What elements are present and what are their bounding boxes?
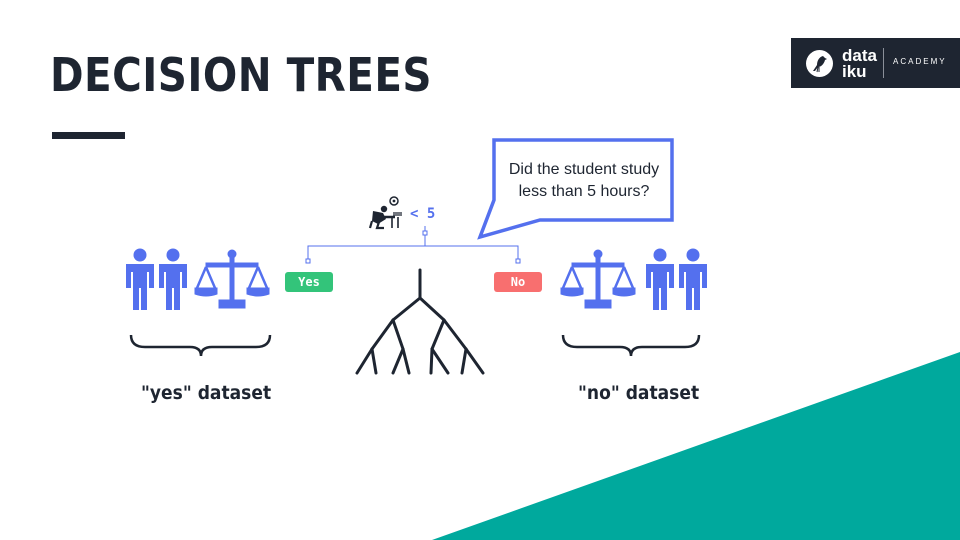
title-underline — [52, 132, 125, 139]
left-curly-brace — [129, 334, 272, 357]
logo-divider — [883, 48, 884, 78]
question-text: Did the student study less than 5 hours? — [508, 161, 660, 200]
condition-text: < 5 — [410, 206, 436, 222]
no-branch-label: No — [494, 272, 542, 292]
person-icon — [159, 248, 187, 310]
left-dataset-icons — [126, 248, 271, 310]
logo-word-iku: iku — [842, 62, 867, 81]
person-icon — [126, 248, 154, 310]
dataiku-academy-logo: data iku ACADEMY — [791, 38, 960, 88]
balance-scale-icon — [559, 248, 637, 310]
right-dataset-icons — [559, 248, 707, 310]
student-at-desk-icon — [368, 196, 402, 230]
bird-icon — [806, 50, 833, 77]
yes-branch-label: Yes — [285, 272, 333, 292]
balance-scale-icon — [193, 248, 271, 310]
right-curly-brace — [561, 334, 701, 357]
page-title: DECISION TREES — [50, 48, 433, 102]
logo-word-data: data — [842, 46, 877, 65]
tree-structure-icon — [355, 268, 485, 375]
no-dataset-caption: "no" dataset — [578, 382, 700, 404]
person-icon — [679, 248, 707, 310]
split-connector — [307, 226, 519, 262]
yes-dataset-caption: "yes" dataset — [141, 382, 272, 404]
logo-tagline: ACADEMY — [893, 57, 947, 66]
person-icon — [646, 248, 674, 310]
speech-bubble — [477, 138, 674, 240]
